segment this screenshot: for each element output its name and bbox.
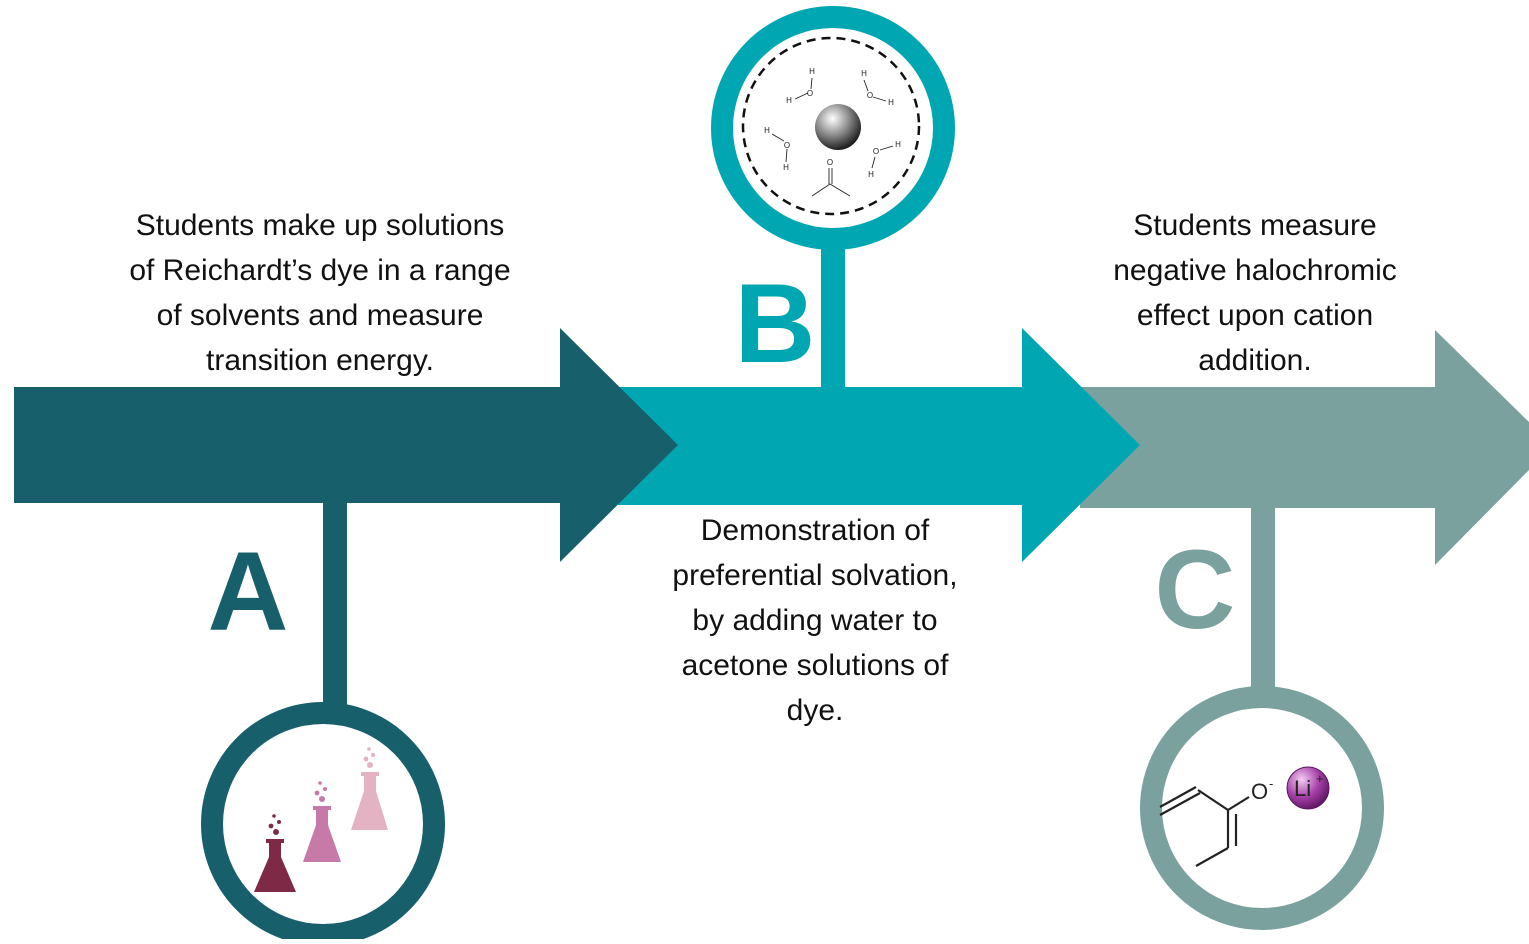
- water-molecule: [771, 133, 788, 163]
- stage-b-description: Demonstration of preferential solvation,…: [672, 514, 958, 727]
- stage-c-description: Students measure negative halochromic ef…: [1113, 209, 1397, 377]
- flasks-icon: [254, 747, 388, 892]
- svg-text:H: H: [809, 67, 815, 76]
- stage-a-letter: A: [208, 529, 289, 654]
- svg-text:H: H: [888, 98, 894, 107]
- solvation-shell-icon: H O H H O H H O H O: [741, 36, 921, 216]
- svg-text:O: O: [784, 141, 790, 150]
- stage-b-connector: [821, 234, 845, 394]
- svg-text:H: H: [764, 126, 770, 135]
- stage-c-circle: [1140, 686, 1384, 930]
- water-molecule: [863, 79, 887, 102]
- stage-b-letter: B: [735, 261, 816, 386]
- svg-text:H: H: [868, 170, 874, 179]
- svg-text:H: H: [783, 163, 789, 172]
- solvation-shell-boundary: [741, 36, 921, 216]
- svg-text:-: -: [1269, 776, 1273, 791]
- stage-b-arrow: [618, 328, 1140, 562]
- svg-text:H: H: [895, 140, 901, 149]
- enolate-skeleton: [1159, 786, 1250, 867]
- stage-c-arrow: [1080, 330, 1529, 565]
- svg-text:H: H: [861, 69, 867, 78]
- svg-text:O: O: [827, 158, 833, 167]
- solute-sphere: [815, 104, 861, 150]
- lithium-ion: [1286, 766, 1330, 810]
- lithium-enolate-icon: O - Li +: [1159, 766, 1330, 867]
- svg-text:O: O: [873, 147, 879, 156]
- stage-a-connector: [323, 503, 347, 711]
- stage-c-letter: C: [1155, 527, 1236, 652]
- stage-a-arrow: [14, 328, 678, 562]
- svg-text:O: O: [1251, 779, 1268, 804]
- svg-text:O: O: [807, 89, 813, 98]
- svg-text:Li: Li: [1294, 776, 1311, 801]
- water-molecule: [871, 145, 894, 169]
- svg-text:+: +: [1316, 771, 1324, 786]
- stage-a-description: Students make up solutions of Reichardt’…: [129, 209, 511, 377]
- svg-text:H: H: [786, 96, 792, 105]
- stage-c-connector: [1251, 508, 1275, 698]
- acetone-molecule: [811, 168, 851, 197]
- water-molecule: [794, 77, 813, 100]
- svg-text:O: O: [867, 91, 873, 100]
